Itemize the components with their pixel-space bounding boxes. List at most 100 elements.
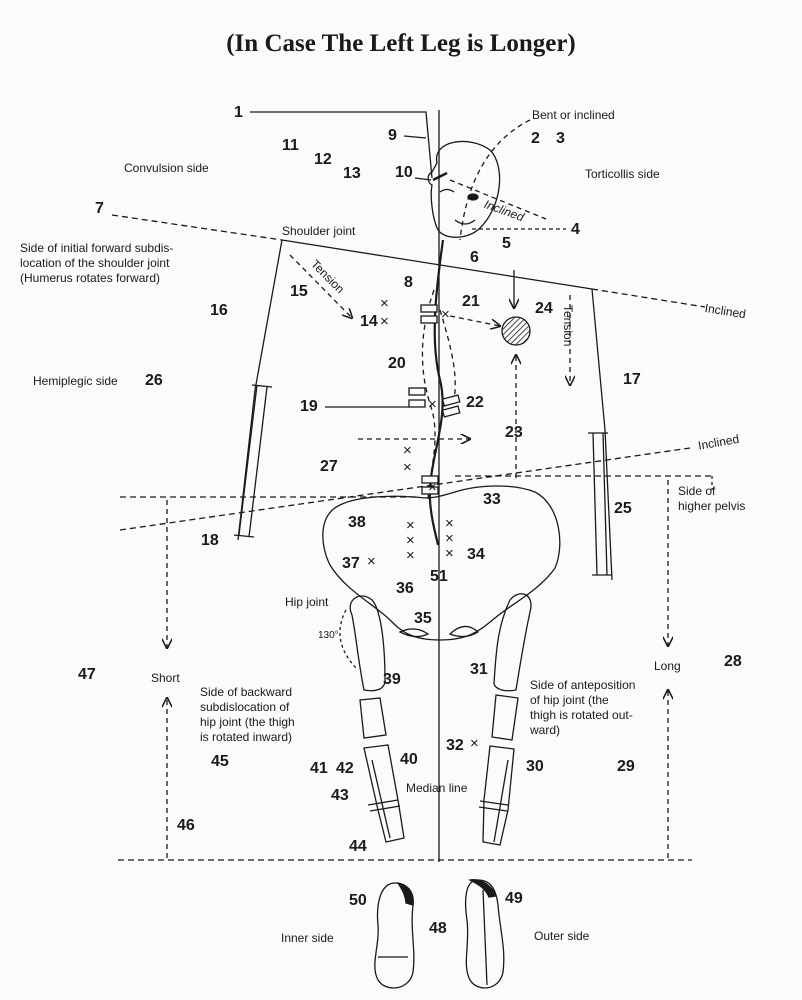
marker-41: 41 bbox=[310, 760, 328, 778]
left-arm-bone-b bbox=[249, 387, 267, 537]
marker-10: 10 bbox=[395, 164, 413, 182]
marker-17: 17 bbox=[623, 371, 641, 389]
marker-43: 43 bbox=[331, 787, 349, 805]
cross-mark: × bbox=[470, 735, 479, 753]
marker-35: 35 bbox=[414, 610, 432, 628]
cross-mark: × bbox=[428, 479, 437, 497]
marker-13: 13 bbox=[343, 165, 361, 183]
label-side-initial-forward: Side of initial forward subdis- location… bbox=[20, 241, 173, 286]
label-side-backward-subdislocation: Side of backward subdislocation of hip j… bbox=[200, 685, 295, 745]
label-median-line: Median line bbox=[406, 781, 467, 796]
marker-48: 48 bbox=[429, 920, 447, 938]
marker-33: 33 bbox=[483, 491, 501, 509]
marker-46: 46 bbox=[177, 817, 195, 835]
label-torticollis-side: Torticollis side bbox=[585, 167, 660, 182]
marker-40: 40 bbox=[400, 751, 418, 769]
label-convulsion-side: Convulsion side bbox=[124, 161, 209, 176]
marker-7: 7 bbox=[95, 200, 104, 218]
marker-19: 19 bbox=[300, 398, 318, 416]
tension-ball-24 bbox=[502, 317, 530, 345]
vertebra-22 bbox=[442, 395, 459, 406]
marker-9: 9 bbox=[388, 127, 397, 145]
marker-14: 14 bbox=[360, 313, 378, 331]
right-knee bbox=[492, 695, 518, 740]
left-ankle-strap-b bbox=[370, 806, 400, 811]
leader-9 bbox=[404, 136, 426, 138]
label-short: Short bbox=[151, 671, 180, 686]
cross-mark: × bbox=[367, 553, 376, 571]
left-femur bbox=[350, 596, 385, 691]
marker-15: 15 bbox=[290, 283, 308, 301]
marker-39: 39 bbox=[383, 671, 401, 689]
arrow-to-24 bbox=[450, 316, 500, 326]
right-tibia bbox=[483, 746, 514, 845]
marker-30: 30 bbox=[526, 758, 544, 776]
marker-6: 6 bbox=[470, 249, 479, 267]
marker-16: 16 bbox=[210, 302, 228, 320]
label-outer-side: Outer side bbox=[534, 929, 589, 944]
label-side-higher-pelvis: Side of higher pelvis bbox=[678, 484, 745, 514]
marker-34: 34 bbox=[467, 546, 485, 564]
marker-25: 25 bbox=[614, 500, 632, 518]
label-hip-joint: Hip joint bbox=[285, 595, 328, 610]
head-brow bbox=[433, 173, 447, 180]
left-arm-bone-cap-bot bbox=[234, 535, 254, 537]
head-eye-left bbox=[440, 190, 454, 193]
left-ankle-strap-a bbox=[368, 800, 398, 805]
marker-38: 38 bbox=[348, 514, 366, 532]
cross-mark: × bbox=[380, 295, 389, 313]
marker-27: 27 bbox=[320, 458, 338, 476]
marker-44: 44 bbox=[349, 838, 367, 856]
page-title: (In Case The Left Leg is Longer) bbox=[0, 30, 802, 58]
label-side-anteposition: Side of anteposition of hip joint (the t… bbox=[530, 678, 635, 738]
left-tibia bbox=[364, 745, 404, 842]
marker-2: 2 bbox=[531, 130, 540, 148]
marker-50: 50 bbox=[349, 892, 367, 910]
pelvis-obturator-right bbox=[450, 626, 478, 636]
vertebra-8 bbox=[421, 305, 437, 312]
marker-18: 18 bbox=[201, 532, 219, 550]
label-tension-right: Tension bbox=[560, 305, 575, 346]
marker-45: 45 bbox=[211, 753, 229, 771]
right-fibula bbox=[494, 760, 508, 842]
marker-32: 32 bbox=[446, 737, 464, 755]
head-eye-right bbox=[468, 194, 478, 200]
marker-4: 4 bbox=[571, 221, 580, 239]
marker-3: 3 bbox=[556, 130, 565, 148]
shoulder-line-dashed bbox=[592, 289, 705, 307]
cross-mark: × bbox=[380, 313, 389, 331]
label-inner-side: Inner side bbox=[281, 931, 334, 946]
marker-42: 42 bbox=[336, 760, 354, 778]
cross-mark: × bbox=[441, 306, 450, 324]
vertebra-19 bbox=[409, 388, 425, 395]
marker-51: 51 bbox=[430, 568, 448, 586]
marker-20: 20 bbox=[388, 355, 406, 373]
marker-12: 12 bbox=[314, 151, 332, 169]
cross-mark: × bbox=[406, 547, 415, 565]
marker-22: 22 bbox=[466, 394, 484, 412]
sole-right-line bbox=[483, 890, 487, 985]
marker-47: 47 bbox=[78, 666, 96, 684]
label-long: Long bbox=[654, 659, 681, 674]
marker-21: 21 bbox=[462, 293, 480, 311]
marker-26: 26 bbox=[145, 372, 163, 390]
marker-28: 28 bbox=[724, 653, 742, 671]
cross-mark: × bbox=[428, 396, 437, 414]
marker-29: 29 bbox=[617, 758, 635, 776]
label-angle-130: 130° bbox=[318, 628, 339, 643]
marker-37: 37 bbox=[342, 555, 360, 573]
right-femur bbox=[494, 594, 531, 691]
marker-49: 49 bbox=[505, 890, 523, 908]
right-arm-bone-a bbox=[593, 433, 597, 575]
cross-mark: × bbox=[445, 545, 454, 563]
vertebra-8b bbox=[421, 316, 437, 323]
sole-left-heel bbox=[398, 883, 413, 905]
label-shoulder-joint: Shoulder joint bbox=[282, 224, 355, 239]
right-arm bbox=[592, 289, 612, 580]
label-hemiplegic-side: Hemiplegic side bbox=[33, 374, 118, 389]
marker-31: 31 bbox=[470, 661, 488, 679]
marker-11: 11 bbox=[282, 137, 299, 155]
marker-5: 5 bbox=[502, 235, 511, 253]
vertebra-19b bbox=[409, 400, 425, 407]
